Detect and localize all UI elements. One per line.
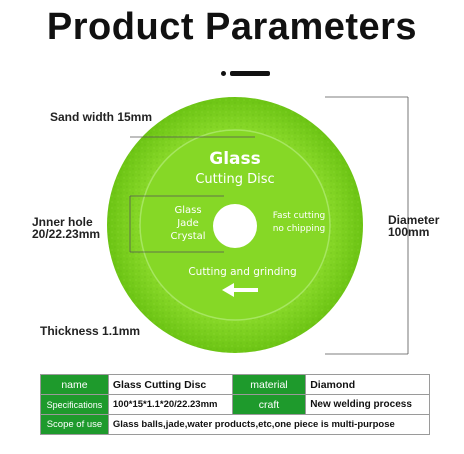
thickness-label: Thickness 1.1mm [40,324,141,338]
table-row: Specifications 100*15*1.1*20/22.23mm cra… [40,394,430,415]
table-row: Scope of use Glass balls,jade,water prod… [40,414,431,435]
parameters-table: name Glass Cutting Disc material Diamond… [40,374,431,435]
table-key-specifications: Specifications [40,394,109,415]
disc-feature-text: Fast cutting no chipping [264,210,334,236]
annotation-lines [129,96,409,355]
table-row: name Glass Cutting Disc material Diamond [40,374,430,395]
table-value-scope: Glass balls,jade,water products,etc,one … [107,414,431,435]
diameter-label-line1: Diameter [388,213,440,227]
table-key-craft: craft [231,394,307,415]
title-bar [230,71,270,76]
table-value-craft: New welding process [305,394,430,415]
disc-materials-text: Glass Jade Crystal [160,204,216,243]
inner-hole-label: Jnner hole 20/22.23mm [32,216,100,240]
table-key-material: material [231,374,307,395]
table-value-specifications: 100*15*1.1*20/22.23mm [107,394,233,415]
page-title: Product Parameters [46,6,418,48]
table-value-material: Diamond [305,374,430,395]
inner-hole-label-line2: 20/22.23mm [32,227,101,241]
disc-material-jade: Jade [177,218,199,229]
left-arrow-icon [222,283,258,297]
disc-material-crystal: Crystal [170,231,206,242]
table-value-name: Glass Cutting Disc [107,374,233,395]
title-dot [221,71,226,76]
disc-title-line2: Cutting Disc [195,172,275,187]
disc-title-line1: Glass [209,149,261,169]
disc-center-hole [213,204,257,248]
table-key-name: name [40,374,109,395]
disc-feature-no-chipping: no chipping [272,224,326,234]
diameter-label: Diameter 100mm [388,214,439,238]
disc-material-glass: Glass [174,205,202,216]
inner-hole-label-line1: Jnner hole [32,215,93,229]
disc-bottom-text: Cutting and grinding [188,266,297,278]
diameter-label-line2: 100mm [388,225,430,239]
disc-feature-fast-cutting: Fast cutting [272,211,326,221]
disc-inner-ring [139,129,331,321]
table-key-scope: Scope of use [40,414,109,435]
sand-width-label: Sand width 15mm [50,110,153,124]
